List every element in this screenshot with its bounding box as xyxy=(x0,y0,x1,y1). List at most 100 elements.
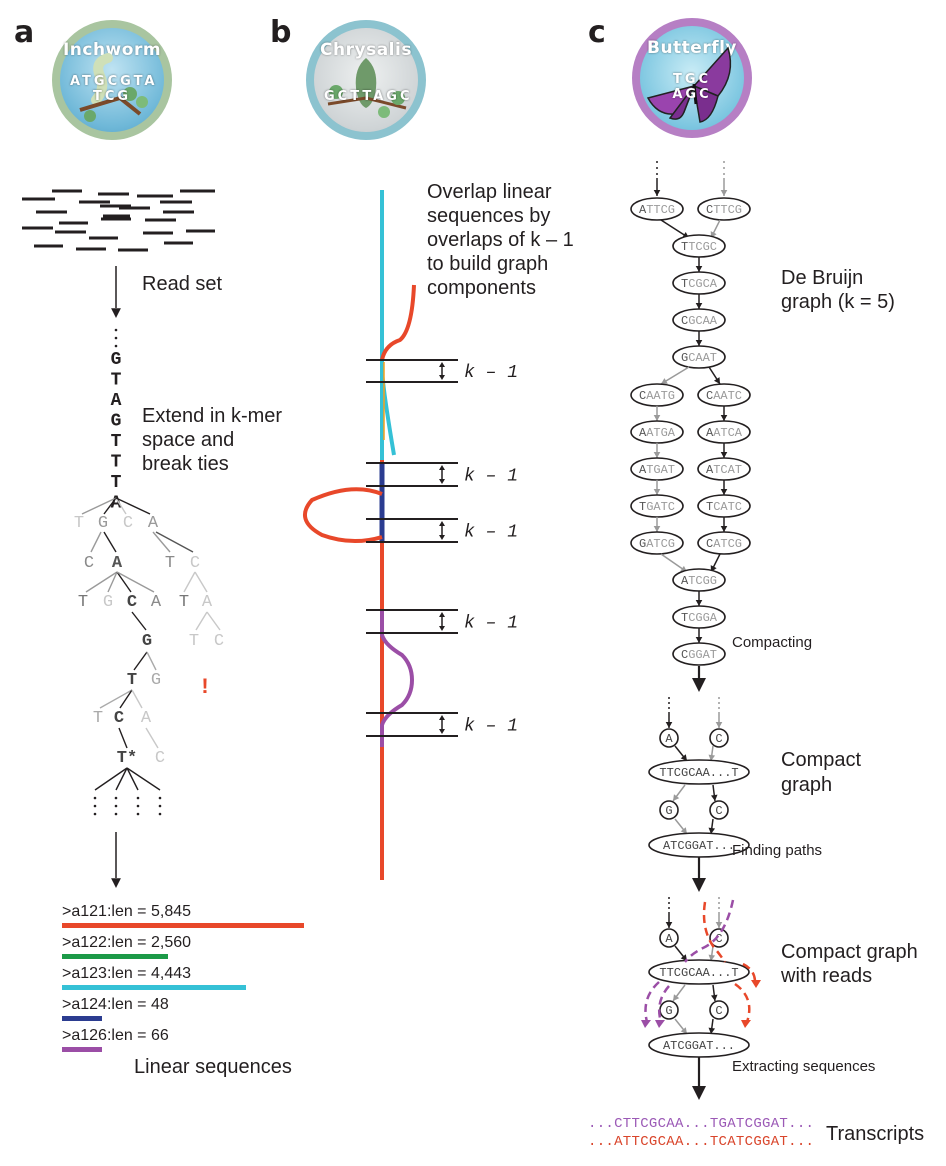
compact-node-c-label: C xyxy=(715,732,722,746)
node-gatcg-label: GATCG xyxy=(639,537,675,551)
transcript-2: ...ATTCGCAA...TCATCGGAT... xyxy=(588,1134,815,1150)
panel-c-letter: c xyxy=(588,15,606,50)
entry-dot-0-0 xyxy=(656,161,658,163)
tree-edge-24 xyxy=(94,767,128,791)
tree-node-l6-1: C xyxy=(114,709,124,728)
edge-right-3-head-icon xyxy=(720,526,728,532)
tree-edge-5 xyxy=(103,531,117,553)
reads-entry-arrow-1-head-icon xyxy=(715,922,723,928)
linear-sequence-bar xyxy=(62,1047,102,1052)
edge-left-3-head-icon xyxy=(653,526,661,532)
node-aatca-label: AATCA xyxy=(706,426,743,440)
reads-entry-dot-0-1 xyxy=(668,902,670,904)
reads-node-a-circle xyxy=(659,928,679,948)
tree-node-l3-2: C xyxy=(127,593,137,612)
compact-entry-arrow-0-head-icon xyxy=(665,722,673,728)
tree-node-l3-0: T xyxy=(78,593,88,612)
tree-ellipsis-1-0 xyxy=(114,796,118,800)
compact-node-a-label: A xyxy=(665,732,673,746)
tree-ellipsis-0-2 xyxy=(93,812,97,816)
reads-node-a-label: A xyxy=(665,932,673,946)
contig-red-loop xyxy=(302,487,383,543)
tree-node-l2-2: T xyxy=(165,554,175,573)
tree-node-l7-1: C xyxy=(155,749,165,768)
seed-base-1: T xyxy=(111,371,122,391)
tree-edge-11 xyxy=(116,571,155,593)
compact-node-c-circle xyxy=(709,728,729,748)
node-caatg-label: CAATG xyxy=(639,389,675,403)
edge-gcaat-caatg-head-icon xyxy=(661,378,668,384)
edge-left-1-head-icon xyxy=(653,452,661,458)
reads-bottom-node-label: ATCGGAT... xyxy=(663,1039,735,1053)
tree-edge-18 xyxy=(146,651,157,671)
tree-edge-13 xyxy=(194,571,208,593)
chrysalis-logo-bases: GCTTAGC xyxy=(324,89,413,104)
seed-base-3: G xyxy=(111,412,122,432)
node-atcat-label: ATCAT xyxy=(706,463,742,477)
reads-read-purple-left xyxy=(644,981,660,1023)
tree-node-l3-3: A xyxy=(151,593,162,612)
tree-ellipsis-2-2 xyxy=(136,812,140,816)
overlap-marker-label-0: k – 1 xyxy=(464,363,518,383)
node-cgcaa-label: CGCAA xyxy=(681,314,718,328)
tree-edge-0 xyxy=(81,497,117,515)
overlap-arrow-up-icon-0 xyxy=(439,362,445,367)
tree-edge-6 xyxy=(152,531,171,553)
edge-right-1-head-icon xyxy=(720,452,728,458)
entry-arrow-1-head-icon xyxy=(720,190,728,196)
tree-node-l4-0: G xyxy=(142,632,152,651)
compact-entry-dot-0-0 xyxy=(668,697,670,699)
tree-edge-21 xyxy=(131,689,143,709)
tree-ellipsis-0-0 xyxy=(93,796,97,800)
reads-entry-dot-1-1 xyxy=(718,902,720,904)
chrysalis-icon xyxy=(327,58,407,118)
finding-paths-arrowhead-icon xyxy=(692,878,706,892)
seed-base-4: T xyxy=(111,432,122,452)
tree-node-l1-0: T xyxy=(74,514,84,533)
overlap-marker-label-1: k – 1 xyxy=(464,467,518,487)
compact-entry-dot-1-1 xyxy=(718,702,720,704)
extend-label-line3: break ties xyxy=(142,453,229,475)
overlap-label-line1: Overlap linear xyxy=(427,181,552,203)
edge-right-2-head-icon xyxy=(720,489,728,495)
compacting-arrowhead-icon xyxy=(692,678,706,692)
compact-node-a-circle xyxy=(659,728,679,748)
reads-read-purple-left2 xyxy=(658,985,670,1023)
compact-graph-label-line2: graph xyxy=(781,774,833,796)
entry-dot-1-1 xyxy=(723,167,725,169)
tree-node-l2-1: A xyxy=(112,554,123,573)
linear-sequence-bar xyxy=(62,954,168,959)
inchworm-icon xyxy=(79,53,148,122)
tree-node-l5-1: G xyxy=(151,671,161,690)
contig-cyan-tail xyxy=(380,369,396,456)
ellipsis-dot-1 xyxy=(114,336,118,340)
overlap-arrow-up-icon-2 xyxy=(439,521,445,526)
tree-edge-25 xyxy=(115,767,128,791)
linear-sequence-label: >a124:len = 48 xyxy=(62,996,169,1013)
compact-entry-dot-0-1 xyxy=(668,702,670,704)
contig-red-branch xyxy=(380,284,416,361)
entry-dot-1-2 xyxy=(723,173,725,175)
extracting-label: Extracting sequences xyxy=(732,1058,876,1075)
node-atcgg-t2-label: ATCGG xyxy=(681,574,717,588)
node-cttcg-ellipse xyxy=(697,197,751,221)
overlap-arrow-up-icon-4 xyxy=(439,715,445,720)
reads-node-g-label: G xyxy=(665,1004,672,1018)
compact-graph-label-line1: Compact xyxy=(781,749,862,771)
compact-node-g-label: G xyxy=(665,804,672,818)
edge-trunk1-1-head-icon xyxy=(695,303,703,309)
tree-edge-2 xyxy=(115,497,127,515)
inchworm-logo-title: Inchworm xyxy=(62,40,162,60)
reads-edge-main-c-head-icon xyxy=(710,994,718,1001)
compact-entry-arrow-1-head-icon xyxy=(715,722,723,728)
compact-edge-main-c-head-icon xyxy=(710,794,718,801)
tree-edge-4 xyxy=(90,531,102,553)
tree-node-l1-3: A xyxy=(148,514,159,533)
reads-edge-main-g-head-icon xyxy=(673,994,680,1001)
tree-edge-14 xyxy=(131,611,147,631)
node-attcg-label: ATTCG xyxy=(639,203,675,217)
overlap-arrow-down-icon-0 xyxy=(439,375,445,380)
linear-sequence-bar xyxy=(62,923,304,928)
tree-edge-7 xyxy=(155,531,194,553)
